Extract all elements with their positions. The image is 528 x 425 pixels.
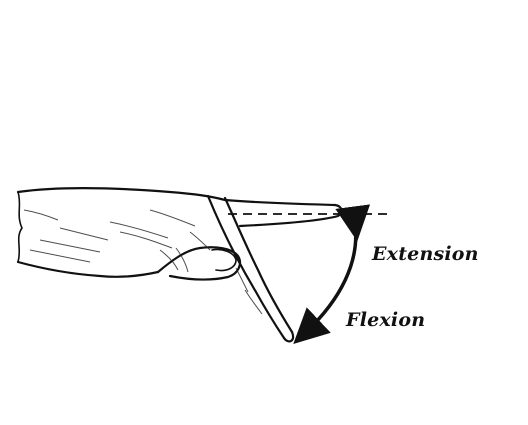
extension-label: Extension [372,243,479,265]
range-of-motion-arrow [293,204,371,344]
flexed-finger-back [223,196,294,334]
thumbnail [211,248,237,272]
hand-shading [23,209,263,315]
hand [16,187,343,278]
flexed-finger-tip [282,330,295,343]
flexed-finger-front [206,194,286,340]
thumb-outline [156,246,242,281]
flexed-finger [206,194,295,343]
extended-finger-tip [238,203,343,228]
hand-bottom-edge [16,260,160,278]
flexion-label: Flexion [346,309,426,331]
hand-top-edge [16,187,337,207]
thumb [156,246,242,281]
wrist-edge [17,191,23,263]
